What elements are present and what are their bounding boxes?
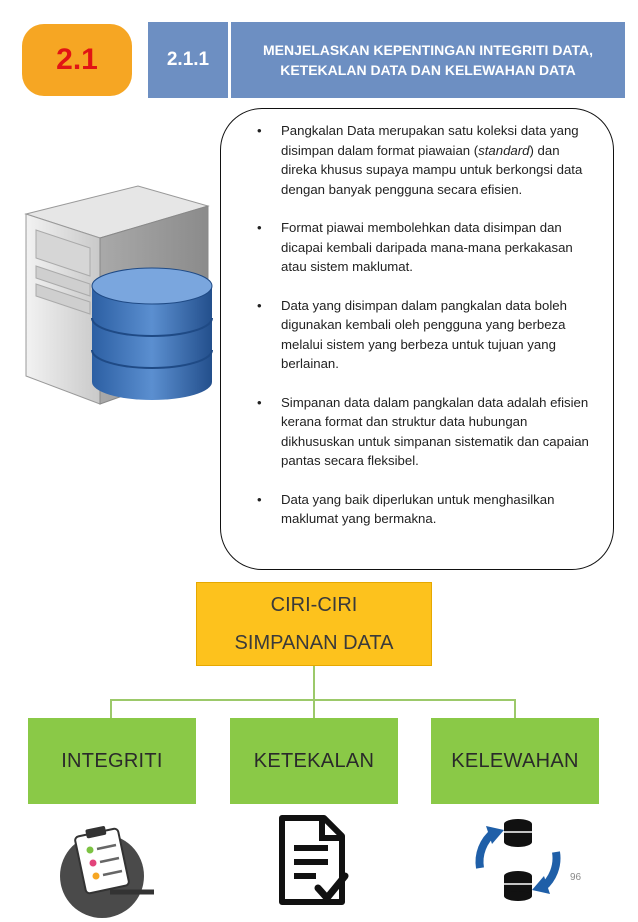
connector-line [514, 699, 516, 718]
diagram-root-line2: SIMPANAN DATA [234, 632, 394, 654]
bullet-item: Data yang baik diperlukan untuk menghasi… [257, 490, 593, 529]
diagram-root-box: CIRI-CIRI SIMPANAN DATA [196, 582, 432, 666]
connector-line [110, 699, 112, 718]
header-title-line2: KETEKALAN DATA DAN KELEWAHAN DATA [280, 62, 576, 78]
server-database-icon [24, 185, 213, 405]
bullet-list: Pangkalan Data merupakan satu koleksi da… [221, 109, 613, 529]
page-number: 96 [570, 872, 582, 883]
diagram-root-line1: CIRI-CIRI [270, 594, 358, 616]
leaf-ketekalan: KETEKALAN [230, 718, 398, 804]
connector-line [313, 699, 315, 718]
header-title-line1: MENJELASKAN KEPENTINGAN INTEGRITI DATA, [262, 42, 594, 58]
subsection-number: 2.1.1 [148, 22, 228, 98]
section-number: 2.1 [56, 43, 98, 76]
header-title: MENJELASKAN KEPENTINGAN INTEGRITI DATA, … [231, 22, 625, 98]
section-number-badge: 2.1 [22, 24, 132, 96]
bullet-box: Pangkalan Data merupakan satu koleksi da… [220, 108, 614, 570]
leaf-integriti: INTEGRITI [28, 718, 196, 804]
database-sync-icon [475, 819, 561, 901]
connector-line [313, 666, 315, 700]
leaf-kelewahan: KELEWAHAN [431, 718, 599, 804]
bullet-item: Format piawai membolehkan data disimpan … [257, 218, 593, 277]
document-check-icon [279, 815, 349, 905]
bullet-item: Pangkalan Data merupakan satu koleksi da… [257, 121, 593, 199]
bullet-item: Data yang disimpan dalam pangkalan data … [257, 296, 593, 374]
bullet-item: Simpanan data dalam pangkalan data adala… [257, 393, 593, 471]
checklist-icon [60, 826, 154, 918]
